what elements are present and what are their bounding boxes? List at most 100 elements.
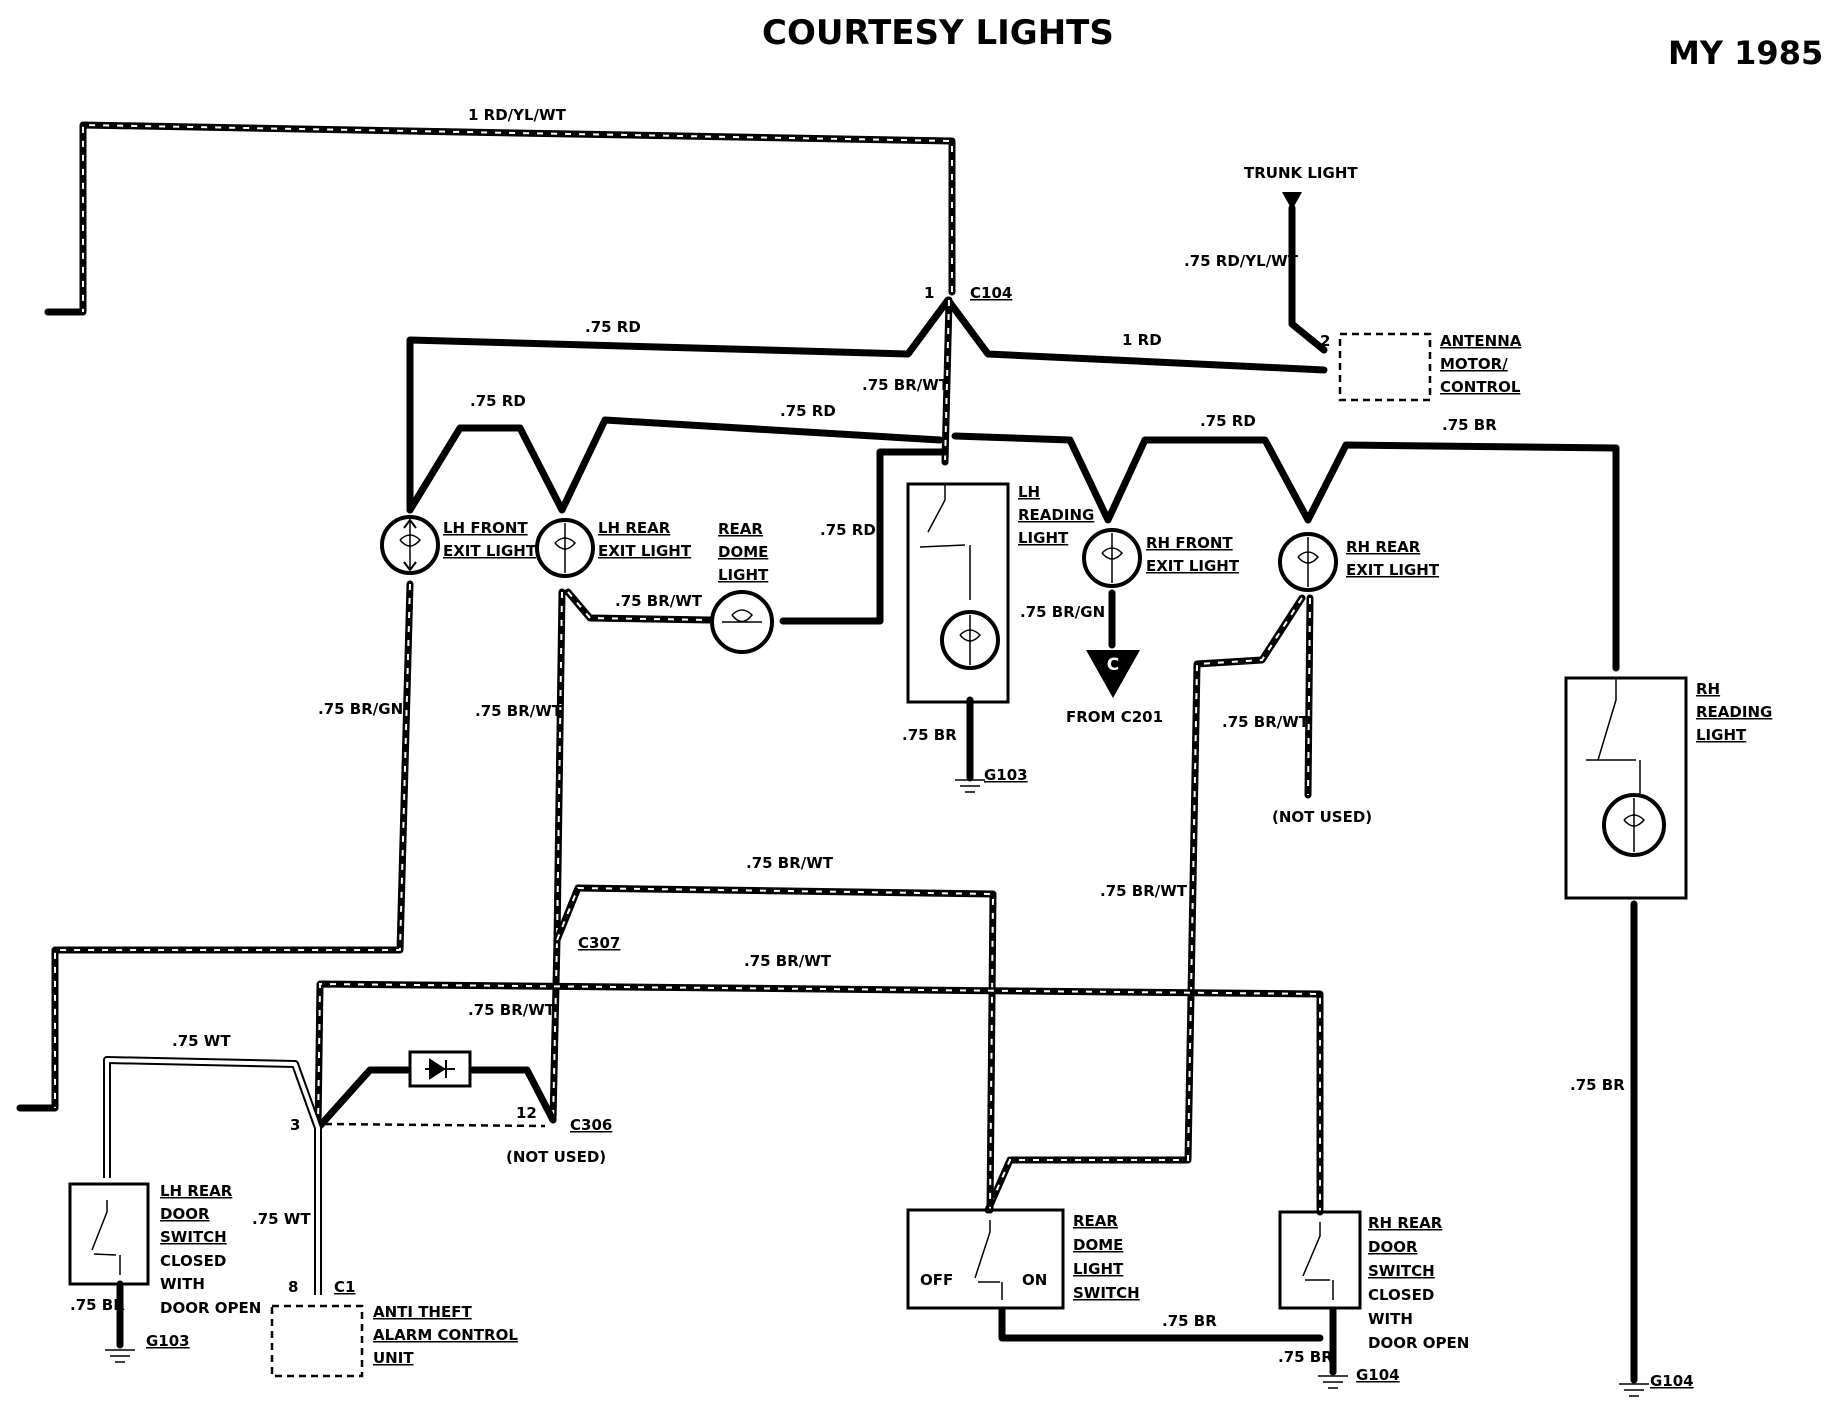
wire-notused-dashed (324, 1122, 546, 1128)
wire-label: .75 BR/GN (318, 700, 403, 718)
connector-c104: C104 (970, 284, 1012, 302)
wire-label: .75 BR/WT (862, 376, 950, 394)
anti-theft-label: ANTI THEFT (373, 1303, 472, 1321)
ground-label: G104 (1650, 1372, 1694, 1390)
wire-label: .75 WT (252, 1210, 311, 1228)
ground-icon-g104-door (1318, 1375, 1348, 1389)
lh-rear-door-switch (68, 1182, 150, 1286)
from-c201-connector-icon: C (1086, 650, 1140, 698)
lh-door-switch-label: WITH (160, 1275, 205, 1293)
wire-label: 1 RD (1122, 331, 1162, 349)
anti-theft-label: ALARM CONTROL (373, 1326, 518, 1344)
lh-rear-label: EXIT LIGHT (598, 542, 692, 560)
wire-label: .75 BR/WT (615, 592, 703, 610)
model-year: MY 1985 (1668, 34, 1823, 72)
wire-label: .75 BR (1162, 1312, 1217, 1330)
wire-label: .75 BR (902, 726, 957, 744)
not-used-label: (NOT USED) (1272, 808, 1372, 826)
wire-trunk (1288, 204, 1328, 354)
connector-pin: 8 (288, 1278, 298, 1296)
lh-rear-exit-light (535, 518, 595, 578)
antenna-label: ANTENNA (1440, 332, 1522, 350)
rear-dome-light (710, 590, 774, 654)
wire-rd-lh (406, 416, 944, 514)
antenna-label: MOTOR/ (1440, 355, 1508, 373)
wire-label: .75 WT (172, 1032, 231, 1050)
rh-front-exit-light (1082, 528, 1142, 588)
wire-rd-dome (779, 448, 949, 625)
anti-theft-alarm-control-unit (270, 1304, 364, 1378)
connector-pin: 3 (290, 1116, 300, 1134)
wire-brwt-dome (564, 588, 714, 624)
rear-dome-label: LIGHT (718, 566, 769, 584)
wire-label: .75 RD (1200, 412, 1256, 430)
dome-switch-label: LIGHT (1073, 1260, 1124, 1278)
lh-front-exit-light (380, 515, 440, 575)
rh-door-switch-label: SWITCH (1368, 1262, 1435, 1280)
lh-door-switch-label: LH REAR (160, 1182, 233, 1200)
rh-reading-label: READING (1696, 703, 1772, 721)
connector-pin: 12 (516, 1104, 537, 1122)
rh-reading-light (1564, 676, 1688, 900)
ground-label: G103 (984, 766, 1028, 784)
switch-on-label: ON (1022, 1271, 1047, 1289)
rh-reading-label: RH (1696, 680, 1720, 698)
wire-diode (314, 1066, 557, 1132)
wire-label: .75 BR/WT (468, 1001, 556, 1019)
lh-door-switch-label: DOOR OPEN (160, 1299, 261, 1317)
wire-label: .75 BR (1278, 1348, 1333, 1366)
lh-door-switch-label: CLOSED (160, 1252, 226, 1270)
wire-top-loop (44, 121, 956, 316)
dome-switch-label: REAR (1073, 1212, 1118, 1230)
wire-label: .75 BR/GN (1020, 603, 1105, 621)
wire-br-switch (998, 1306, 1324, 1342)
wire-brwt-rh2 (984, 594, 1306, 1214)
wire-brwt-c307-top (553, 884, 997, 1214)
wire-label: .75 RD/YL/WT (1184, 252, 1299, 270)
rh-door-switch-label: WITH (1368, 1310, 1413, 1328)
rh-rear-label: RH REAR (1346, 538, 1421, 556)
connector-c1: C1 (334, 1278, 355, 1296)
wire-label: .75 BR (1570, 1076, 1625, 1094)
trunk-light-label: TRUNK LIGHT (1244, 164, 1358, 182)
wire-label: .75 BR/WT (744, 952, 832, 970)
wire-brgn-lh (16, 580, 414, 1112)
wire-label: .75 RD (470, 392, 526, 410)
anti-theft-label: UNIT (373, 1349, 414, 1367)
lh-front-label: LH FRONT (443, 519, 528, 537)
from-c201-label: FROM C201 (1066, 708, 1163, 726)
connector-c307: C307 (578, 934, 620, 952)
wire-brwt-lhrear (549, 588, 566, 1124)
lh-door-switch-label: SWITCH (160, 1228, 227, 1246)
wire-label: .75 BR/WT (1222, 713, 1310, 731)
connector-pin: 2 (1320, 332, 1330, 350)
not-used-label: (NOT USED) (506, 1148, 606, 1166)
ground-icon-g104-reading (1619, 1383, 1649, 1397)
rh-front-label: EXIT LIGHT (1146, 557, 1240, 575)
rh-door-switch-label: CLOSED (1368, 1286, 1434, 1304)
wire-wt (103, 1056, 322, 1295)
rh-door-switch-label: DOOR (1368, 1238, 1418, 1256)
antenna-motor-control (1338, 332, 1432, 402)
wire-brwt-long (314, 980, 1324, 1216)
lh-reading-label: READING (1018, 506, 1094, 524)
wire-brwt-notused (1304, 594, 1314, 799)
lh-front-label: EXIT LIGHT (443, 542, 537, 560)
rh-door-switch-label: RH REAR (1368, 1214, 1443, 1232)
rear-dome-label: DOME (718, 543, 768, 561)
diode (408, 1050, 472, 1088)
wire-rd-rh (951, 432, 1620, 672)
rear-dome-label: REAR (718, 520, 763, 538)
wire-label: .75 RD (585, 318, 641, 336)
dome-switch-label: DOME (1073, 1236, 1123, 1254)
wire-label: .75 BR (1442, 416, 1497, 434)
wire-label: .75 BR/WT (746, 854, 834, 872)
wire-label: .75 RD (780, 402, 836, 420)
rh-rear-label: EXIT LIGHT (1346, 561, 1440, 579)
antenna-label: CONTROL (1440, 378, 1521, 396)
wire-label: 1 RD/YL/WT (468, 106, 567, 124)
trunk-light-arrow-icon (1282, 192, 1302, 210)
ground-label: G104 (1356, 1366, 1400, 1384)
wire-label: .75 RD (820, 521, 876, 539)
